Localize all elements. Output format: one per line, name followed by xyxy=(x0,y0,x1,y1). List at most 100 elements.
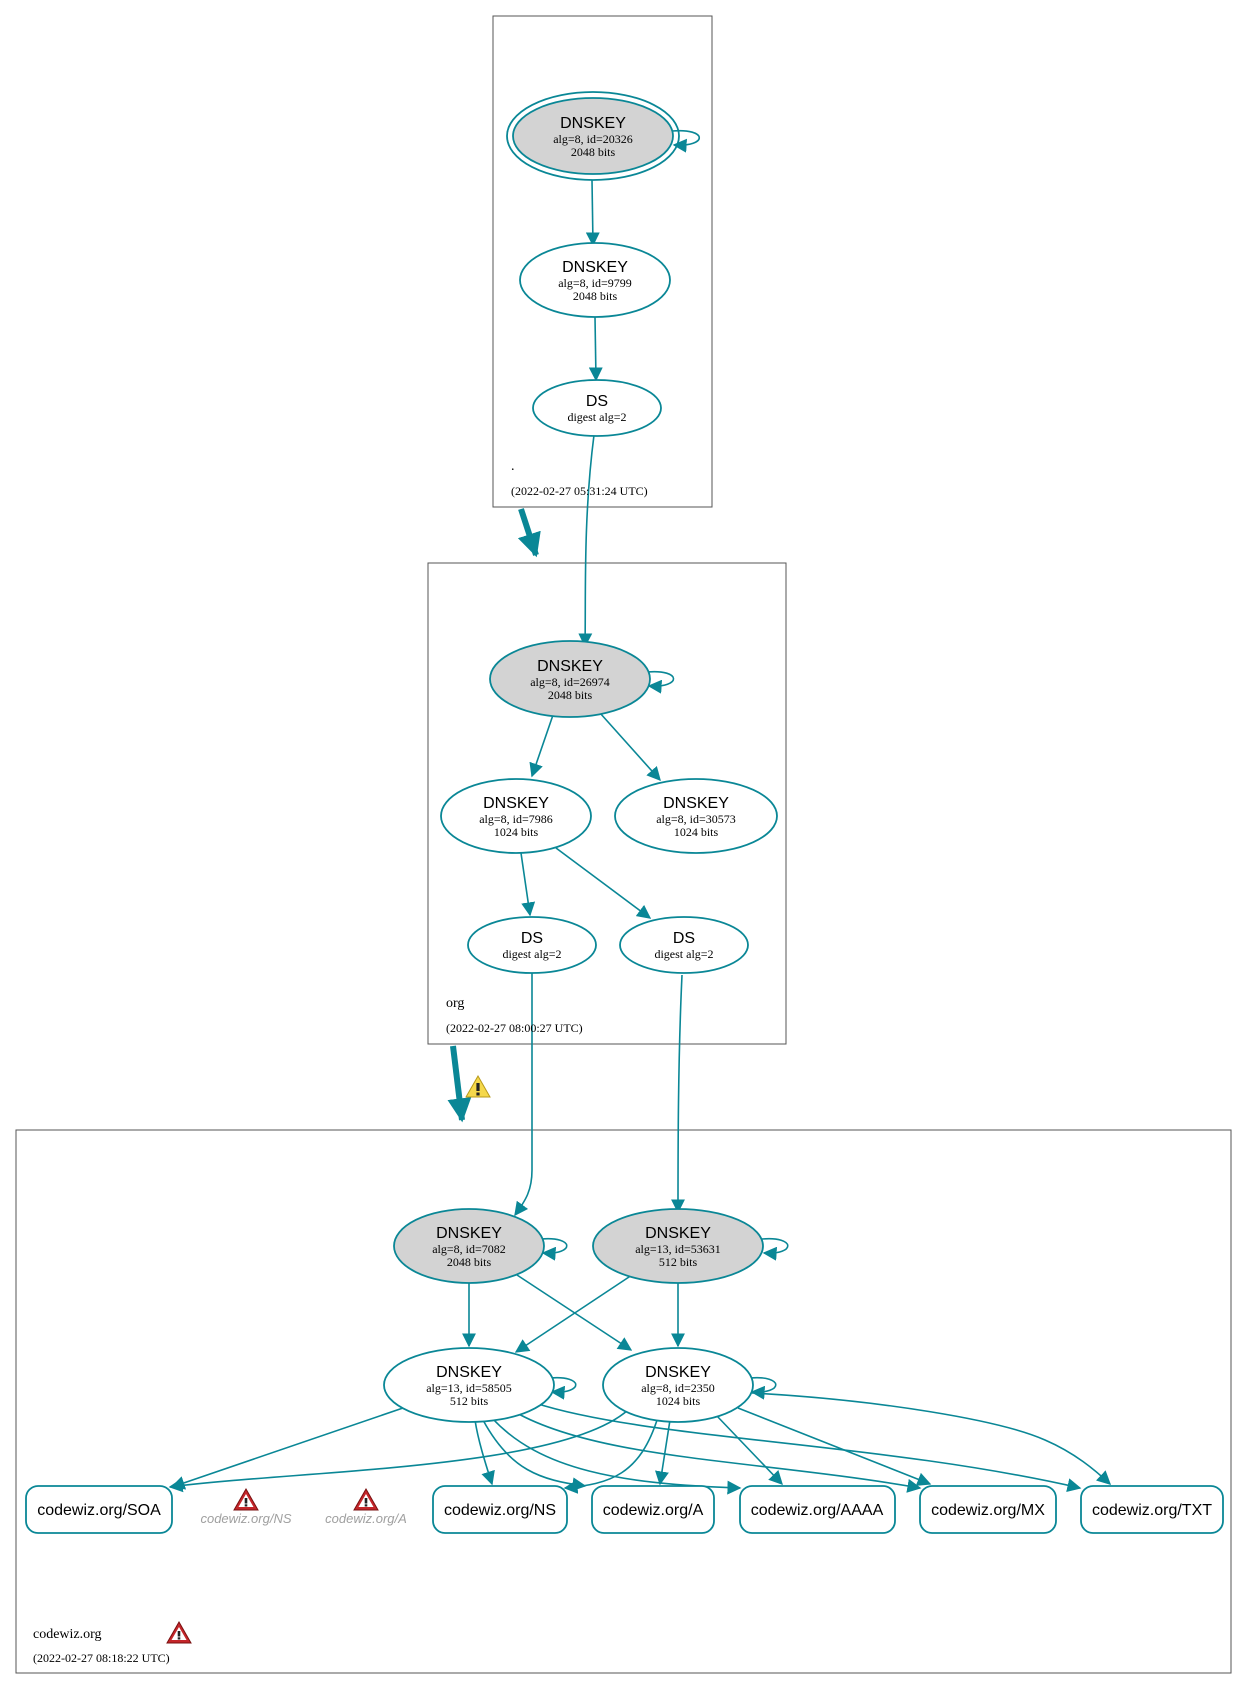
node-size: 512 bits xyxy=(659,1255,698,1269)
node-detail: alg=13, id=58505 xyxy=(426,1381,512,1395)
node-detail: alg=13, id=53631 xyxy=(635,1242,721,1256)
edge-zsk2-ns xyxy=(563,1416,659,1494)
node-size: 2048 bits xyxy=(548,688,593,702)
root-zsk-node[interactable]: DNSKEY alg=8, id=9799 2048 bits xyxy=(519,242,671,318)
node-title: DNSKEY xyxy=(645,1364,711,1381)
edge-org-zsk1-ds1 xyxy=(520,852,536,917)
zone-box-org xyxy=(427,562,787,1045)
edge-cw-ksk1-self xyxy=(540,1237,568,1261)
zone-timestamp-root: (2022-02-27 05:31:24 UTC) xyxy=(511,484,648,498)
edge-cw-ksk2-self xyxy=(761,1237,789,1261)
delegation-arrow-root-org xyxy=(517,508,541,558)
org-ds1-node[interactable]: DS digest alg=2 xyxy=(467,916,597,974)
edge-root-ksk-self xyxy=(671,129,701,153)
org-zsk2-node[interactable]: DNSKEY alg=8, id=30573 1024 bits xyxy=(614,778,778,854)
record-label: codewiz.org/SOA xyxy=(37,1502,161,1519)
edge-zsk2-mx xyxy=(737,1407,932,1486)
missing-record-label: codewiz.org/NS xyxy=(200,1511,291,1526)
missing-record-ns[interactable]: codewiz.org/NS xyxy=(200,1488,292,1526)
edge-org-ksk-zsk1 xyxy=(529,714,554,778)
edge-root-zsk-ds xyxy=(588,316,603,382)
record-soa[interactable]: codewiz.org/SOA xyxy=(25,1485,173,1534)
cw-ksk2-node[interactable]: DNSKEY alg=13, id=53631 512 bits xyxy=(592,1208,764,1284)
record-a[interactable]: codewiz.org/A xyxy=(591,1485,715,1534)
node-detail: alg=8, id=7986 xyxy=(479,812,553,826)
cw-zsk2-node[interactable]: DNSKEY alg=8, id=2350 1024 bits xyxy=(602,1347,754,1423)
edge-org-ds2-cw-ksk2 xyxy=(671,974,686,1214)
record-txt[interactable]: codewiz.org/TXT xyxy=(1080,1485,1224,1534)
zone-name-root: . xyxy=(511,459,515,474)
node-size: 2048 bits xyxy=(571,145,616,159)
node-detail: alg=8, id=7082 xyxy=(432,1242,506,1256)
root-ksk-node[interactable]: DNSKEY alg=8, id=20326 2048 bits xyxy=(506,91,680,181)
edge-org-zsk1-ds2 xyxy=(555,847,652,919)
edge-zsk1-mx xyxy=(514,1411,922,1493)
edge-zsk1-soa xyxy=(170,1407,404,1490)
warning-triangle-icon[interactable] xyxy=(465,1075,491,1098)
missing-record-a[interactable]: codewiz.org/A xyxy=(325,1488,407,1526)
org-ksk-node[interactable]: DNSKEY alg=8, id=26974 2048 bits xyxy=(489,640,651,718)
error-triangle-icon[interactable] xyxy=(166,1621,192,1644)
edge-cw-zsk2-self xyxy=(749,1376,777,1400)
node-title: DNSKEY xyxy=(560,115,626,132)
node-size: 2048 bits xyxy=(447,1255,492,1269)
error-triangle-icon xyxy=(233,1488,259,1511)
node-detail: digest alg=2 xyxy=(654,947,713,961)
node-title: DNSKEY xyxy=(483,795,549,812)
node-size: 2048 bits xyxy=(573,289,618,303)
node-detail: alg=8, id=26974 xyxy=(530,675,610,689)
node-title: DNSKEY xyxy=(436,1225,502,1242)
record-label: codewiz.org/AAAA xyxy=(751,1502,884,1519)
edge-zsk2-txt xyxy=(751,1392,1112,1485)
zone-timestamp-codewiz: (2022-02-27 08:18:22 UTC) xyxy=(33,1651,170,1665)
node-title: DNSKEY xyxy=(645,1225,711,1242)
node-detail: digest alg=2 xyxy=(567,410,626,424)
zone-timestamp-org: (2022-02-27 08:00:27 UTC) xyxy=(446,1021,583,1035)
org-zsk1-node[interactable]: DNSKEY alg=8, id=7986 1024 bits xyxy=(440,778,592,854)
node-size: 1024 bits xyxy=(494,825,539,839)
record-mx[interactable]: codewiz.org/MX xyxy=(919,1485,1057,1534)
edge-root-ksk-zsk xyxy=(585,179,600,247)
node-detail: alg=8, id=9799 xyxy=(558,276,632,290)
root-ds-node[interactable]: DS digest alg=2 xyxy=(532,379,662,437)
cw-zsk1-node[interactable]: DNSKEY alg=13, id=58505 512 bits xyxy=(383,1347,555,1423)
node-title: DS xyxy=(586,393,608,410)
node-size: 1024 bits xyxy=(656,1394,701,1408)
record-label: codewiz.org/TXT xyxy=(1092,1502,1212,1519)
error-triangle-icon xyxy=(353,1488,379,1511)
node-title: DS xyxy=(521,930,543,947)
edge-org-ksk-zsk2 xyxy=(599,712,661,782)
node-title: DNSKEY xyxy=(562,259,628,276)
edge-zsk2-soa xyxy=(168,1409,629,1493)
record-aaaa[interactable]: codewiz.org/AAAA xyxy=(739,1485,896,1534)
edge-root-ds-org-ksk xyxy=(578,434,595,648)
edge-zsk1-ns xyxy=(474,1419,495,1486)
org-ds2-node[interactable]: DS digest alg=2 xyxy=(619,916,749,974)
record-label: codewiz.org/NS xyxy=(444,1502,556,1519)
node-title: DNSKEY xyxy=(537,658,603,675)
edge-cw-ksk1-zsk2 xyxy=(516,1274,633,1351)
record-label: codewiz.org/MX xyxy=(931,1502,1045,1519)
edge-org-ksk-self xyxy=(646,670,675,694)
edge-cw-ksk2-zsk1 xyxy=(514,1274,633,1353)
node-detail: alg=8, id=20326 xyxy=(553,132,633,146)
delegation-arrow-org-codewiz xyxy=(447,1045,472,1123)
edge-cw-zsk1-self xyxy=(549,1376,577,1400)
node-title: DNSKEY xyxy=(436,1364,502,1381)
record-ns[interactable]: codewiz.org/NS xyxy=(432,1485,568,1534)
node-detail: alg=8, id=2350 xyxy=(641,1381,715,1395)
node-size: 1024 bits xyxy=(674,825,719,839)
cw-ksk1-node[interactable]: DNSKEY alg=8, id=7082 2048 bits xyxy=(393,1208,545,1284)
zone-name-org: org xyxy=(446,996,464,1011)
node-title: DNSKEY xyxy=(663,795,729,812)
zone-name-codewiz: codewiz.org xyxy=(33,1627,102,1642)
node-title: DS xyxy=(673,930,695,947)
node-detail: alg=8, id=30573 xyxy=(656,812,736,826)
zone-box-root xyxy=(492,15,713,508)
node-detail: digest alg=2 xyxy=(502,947,561,961)
edge-zsk1-aaaa xyxy=(491,1417,742,1495)
edge-zsk2-aaaa xyxy=(715,1414,783,1486)
edge-org-ds1-cw-ksk1 xyxy=(514,973,533,1217)
edge-zsk1-a xyxy=(482,1419,587,1492)
